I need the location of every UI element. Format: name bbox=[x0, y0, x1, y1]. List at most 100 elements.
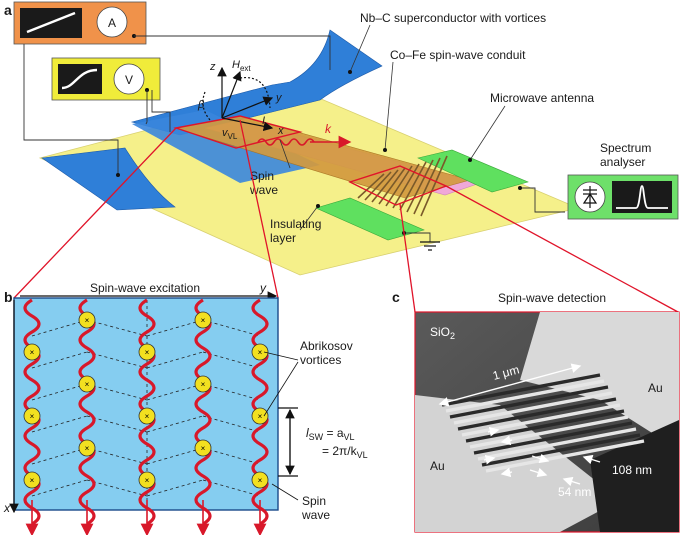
vortex-icon bbox=[23, 407, 41, 425]
circuit-wires bbox=[23, 35, 565, 242]
vortex-icon bbox=[78, 439, 96, 457]
electrode-finger bbox=[473, 421, 633, 455]
lattice-lines bbox=[31, 300, 261, 508]
panel-c: c Spin-wave detection SiO2 Au Au 1 μm 10… bbox=[392, 289, 680, 533]
zoom-lines bbox=[13, 119, 679, 313]
beta-label: β bbox=[197, 99, 205, 111]
scale-bar-arrow bbox=[438, 363, 582, 407]
spectrum-analyser bbox=[567, 174, 679, 220]
leader-dots bbox=[116, 70, 522, 235]
excitation-region-outline bbox=[173, 115, 303, 149]
axis-y-label: y bbox=[275, 92, 283, 104]
superconductor-top-strip bbox=[130, 29, 383, 136]
ammeter-label: A bbox=[108, 16, 116, 30]
pitch-arrows bbox=[483, 426, 513, 478]
ground-icon bbox=[420, 241, 440, 251]
pitch-label: 108 nm bbox=[612, 463, 652, 477]
vortex-mark: × bbox=[145, 348, 150, 357]
panel-b-axis-y: y bbox=[259, 281, 267, 295]
vortex-mark: × bbox=[201, 444, 206, 453]
vortex-icon bbox=[194, 311, 212, 329]
vortex-icon bbox=[194, 375, 212, 393]
superconductor-label: Nb–C superconductor with vortices bbox=[360, 11, 546, 25]
vortex-icon bbox=[138, 471, 156, 489]
conduit-label: Co–Fe spin-wave conduit bbox=[390, 48, 526, 62]
panel-b-spin-leader bbox=[271, 483, 299, 501]
vortex-mark: × bbox=[85, 380, 90, 389]
au-right-label: Au bbox=[648, 381, 663, 395]
spectrum-peak-icon bbox=[616, 185, 668, 209]
vortex-icon bbox=[78, 375, 96, 393]
vortex-mark: × bbox=[145, 476, 150, 485]
vortex-icon bbox=[138, 407, 156, 425]
electrode-finger bbox=[469, 415, 629, 449]
lsw-equation: lSW = aVL bbox=[306, 426, 355, 442]
leader-lines bbox=[279, 24, 506, 231]
vortex-mark: × bbox=[258, 476, 263, 485]
panel-c-title: Spin-wave detection bbox=[498, 291, 606, 305]
vortex-icon bbox=[251, 471, 269, 489]
vortex-mark: × bbox=[258, 412, 263, 421]
au-left-label: Au bbox=[430, 459, 445, 473]
spin-wave-trace bbox=[78, 298, 96, 526]
vortex-lattice: × × × × × × × × × × × × × × × bbox=[23, 298, 269, 535]
electrode-finger bbox=[457, 397, 617, 431]
vortex-mark: × bbox=[258, 348, 263, 357]
vortex-mark: × bbox=[85, 444, 90, 453]
panel-b-label: b bbox=[4, 289, 13, 305]
voltmeter-label: V bbox=[125, 73, 133, 87]
electrode-finger bbox=[481, 433, 641, 467]
vortex-mark: × bbox=[30, 476, 35, 485]
electrode-finger bbox=[477, 427, 637, 461]
axis-x-label: x bbox=[277, 125, 284, 137]
antenna-pad-bottom bbox=[315, 197, 425, 241]
panel-b-title: Spin-wave excitation bbox=[90, 281, 200, 295]
width-label: 54 nm bbox=[558, 485, 591, 499]
sio2-label: SiO2 bbox=[430, 325, 455, 341]
hext-label: Hext bbox=[232, 59, 251, 73]
ammeter: A bbox=[13, 1, 147, 45]
panel-c-label: c bbox=[392, 289, 400, 305]
panel-a: a bbox=[4, 1, 679, 276]
scale-bar-label: 1 μm bbox=[491, 362, 521, 382]
spin-wave-squiggle bbox=[257, 138, 315, 146]
vortex-icon bbox=[78, 311, 96, 329]
vortex-icon bbox=[251, 407, 269, 425]
vortex-mark: × bbox=[201, 316, 206, 325]
spin-wave-trace bbox=[194, 298, 212, 526]
electrode-finger bbox=[461, 403, 621, 437]
antenna-label: Microwave antenna bbox=[490, 91, 594, 105]
sem-dark-band bbox=[590, 420, 679, 532]
vortex-mark: × bbox=[145, 412, 150, 421]
panel-a-label: a bbox=[4, 2, 12, 18]
panel-b-axis-x: x bbox=[3, 501, 11, 515]
vortex-icon bbox=[194, 439, 212, 457]
vortex-icon bbox=[138, 343, 156, 361]
k-label: k bbox=[325, 122, 332, 136]
vortex-mark: × bbox=[201, 380, 206, 389]
vortex-mark: × bbox=[30, 412, 35, 421]
electrode-finger bbox=[453, 391, 613, 425]
abrikosov-leaders bbox=[263, 351, 299, 417]
coordinate-axes bbox=[202, 66, 274, 132]
lsw-bracket bbox=[278, 407, 298, 477]
vortex-icon bbox=[23, 471, 41, 489]
voltmeter: V bbox=[51, 57, 161, 101]
lsw-equation-2: = 2π/kVL bbox=[322, 444, 368, 460]
vortex-icon bbox=[251, 343, 269, 361]
sem-arrows bbox=[529, 453, 601, 487]
vortex-mark: × bbox=[85, 316, 90, 325]
electrode-finger bbox=[485, 439, 645, 473]
axis-z-label: z bbox=[209, 61, 216, 73]
diode-icon bbox=[582, 186, 598, 208]
vortex-mark: × bbox=[30, 348, 35, 357]
panel-b: b Spin-wave excitation y x ×××××××××××××… bbox=[3, 281, 368, 535]
vortex-icon bbox=[23, 343, 41, 361]
superconductor-left-pad bbox=[41, 147, 176, 211]
current-label: I bbox=[262, 115, 265, 127]
